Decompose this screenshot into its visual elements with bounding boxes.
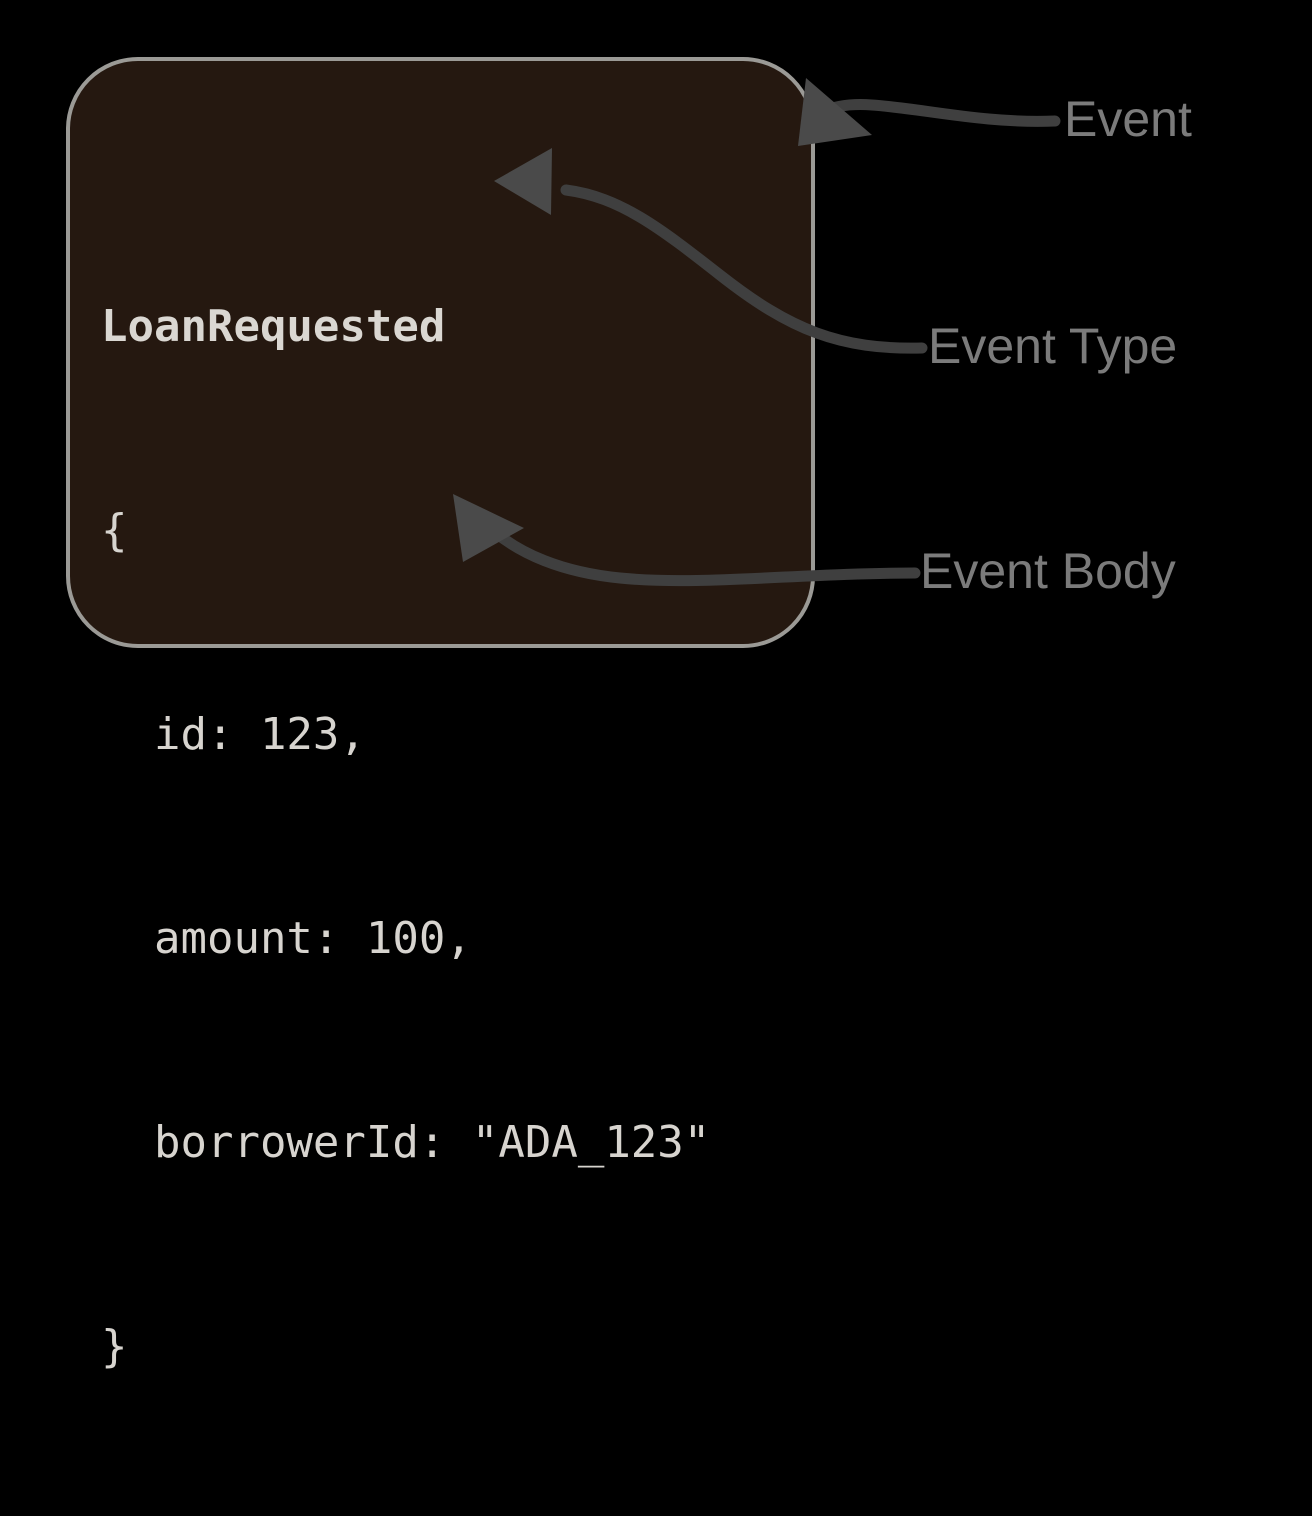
event-body-field-amount: amount: 100, [101, 913, 472, 964]
diagram-canvas: LoanRequested { id: 123, amount: 100, bo… [66, 57, 1192, 1372]
callout-arrow-event-line [812, 99, 1061, 127]
event-card: LoanRequested { id: 123, amount: 100, bo… [66, 57, 815, 1372]
callout-label-event-type: Event Type [928, 318, 1178, 374]
event-type-line: LoanRequested [101, 301, 446, 352]
event-body-close-brace: } [101, 1321, 128, 1372]
event-code-block: LoanRequested { id: 123, amount: 100, bo… [101, 157, 801, 1516]
callout-label-event-body: Event Body [920, 543, 1176, 599]
event-body-field-id: id: 123, [101, 709, 366, 760]
event-body-field-borrowerid: borrowerId: "ADA_123" [101, 1117, 711, 1168]
event-body-open-brace: { [101, 505, 128, 556]
callout-arrow-event [798, 78, 1061, 146]
callout-label-event: Event [1064, 91, 1192, 147]
